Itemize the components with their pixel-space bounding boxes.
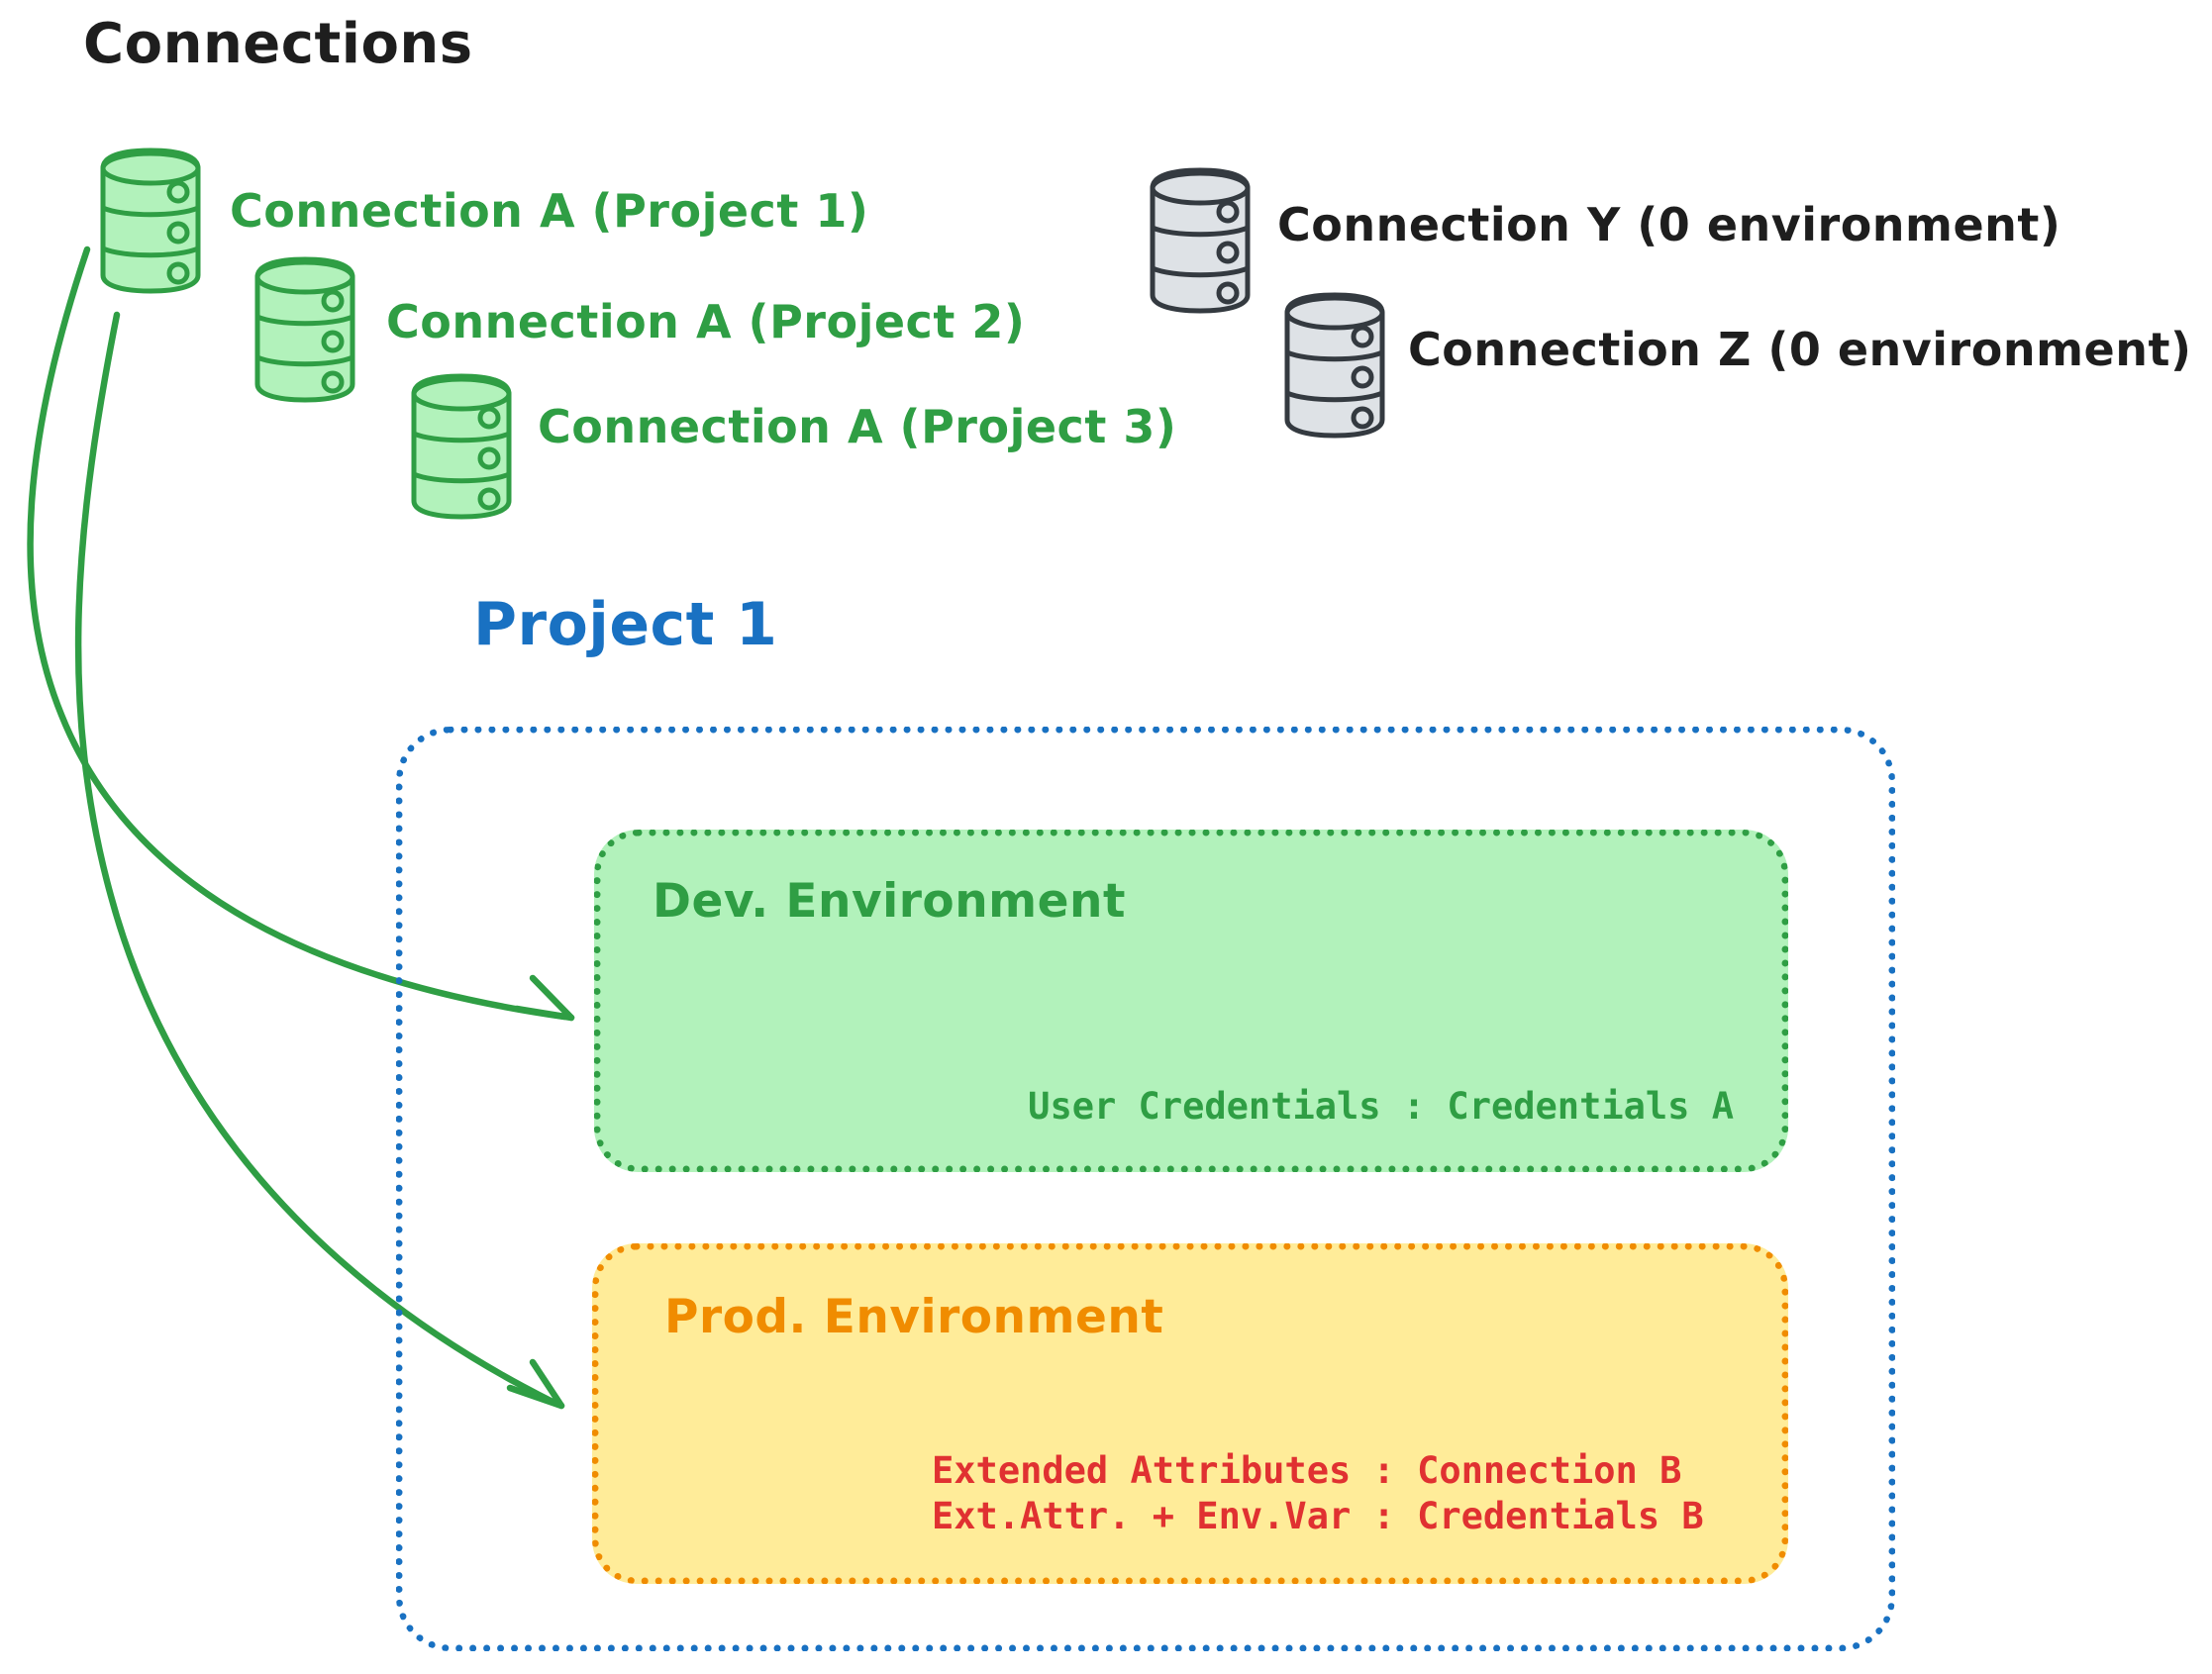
prod-credentials-line-2: Ext.Attr. + Env.Var : Credentials B [932, 1494, 1704, 1537]
database-icon-connection-y[interactable] [1141, 164, 1259, 315]
diagram-title: Connections [83, 12, 473, 76]
project-1-container: Dev. Environment User Credentials : Cred… [396, 727, 1895, 1651]
dev-environment-credentials: User Credentials : Credentials A [1028, 1084, 1734, 1128]
prod-credentials-line-1: Extended Attributes : Connection B [932, 1448, 1682, 1492]
dev-environment-box[interactable]: Dev. Environment User Credentials : Cred… [594, 830, 1788, 1172]
database-icon-connection-a-project-3[interactable] [402, 370, 521, 521]
prod-environment-box[interactable]: Prod. Environment Extended Attributes : … [592, 1243, 1788, 1584]
database-icon-connection-a-project-1[interactable] [91, 145, 210, 295]
label-connection-a-project-3: Connection A (Project 3) [538, 400, 1177, 453]
prod-environment-credentials: Extended Attributes : Connection B Ext.A… [932, 1448, 1704, 1540]
label-connection-a-project-1: Connection A (Project 1) [230, 184, 869, 238]
database-icon-connection-a-project-2[interactable] [246, 253, 364, 404]
dev-environment-title: Dev. Environment [653, 874, 1126, 929]
database-icon-connection-z[interactable] [1275, 289, 1394, 440]
label-connection-a-project-2: Connection A (Project 2) [386, 295, 1026, 348]
label-connection-y: Connection Y (0 environment) [1277, 198, 2061, 251]
label-connection-z: Connection Z (0 environment) [1408, 323, 2192, 376]
project-1-title: Project 1 [473, 590, 778, 659]
prod-environment-title: Prod. Environment [664, 1290, 1164, 1344]
